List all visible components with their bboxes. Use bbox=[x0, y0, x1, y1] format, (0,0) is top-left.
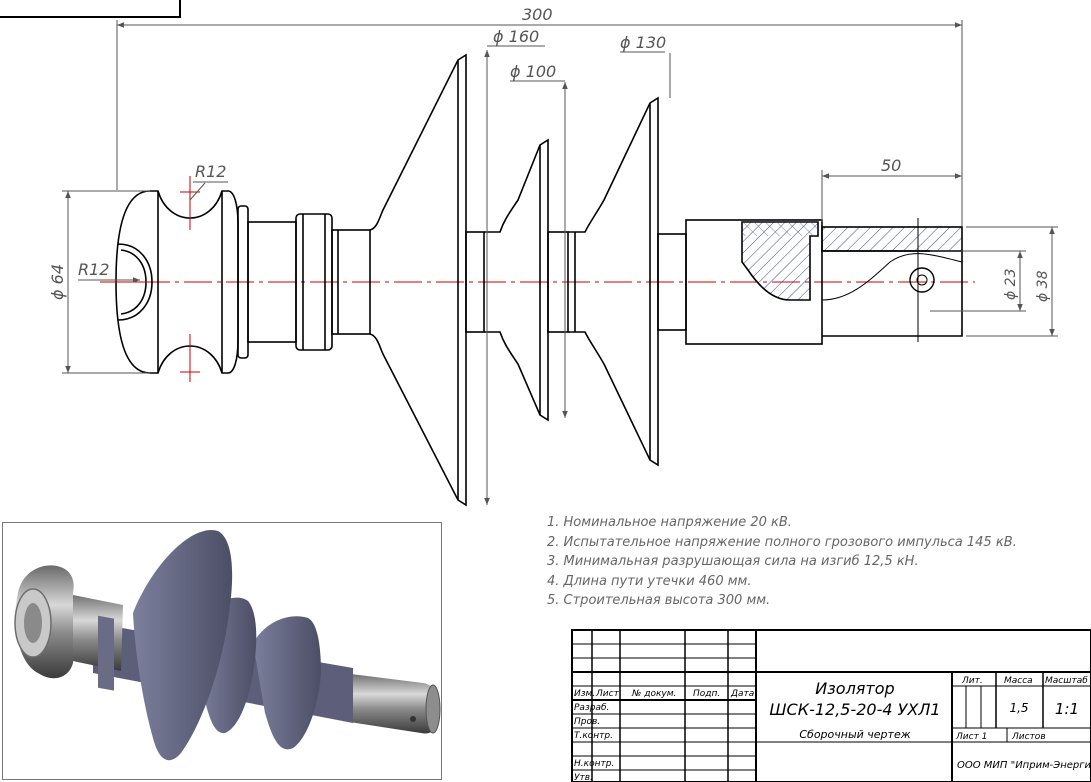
title-block bbox=[571, 629, 1091, 782]
tb-lit-header: Лит. bbox=[961, 676, 983, 686]
dim-d38-label: ϕ 38 bbox=[1035, 270, 1051, 302]
sheet-frame-corner bbox=[0, 0, 181, 18]
tb-col-dokum: № докум. bbox=[631, 689, 676, 699]
note-1: 1. Номинальное напряжение 20 кВ. bbox=[547, 515, 792, 530]
tb-mass-value: 1,5 bbox=[1009, 701, 1028, 715]
core-section-1 bbox=[465, 138, 576, 422]
dim-d38: ϕ 38 bbox=[966, 226, 1058, 337]
insulator-render bbox=[14, 529, 441, 761]
dim-r12-top-label: R12 bbox=[195, 162, 226, 181]
tb-col-list: Лист bbox=[595, 689, 620, 699]
dim-d100-label: ϕ 100 bbox=[510, 62, 556, 81]
title-block-text: Изм. Лист № докум. Подп. Дата Разраб. Пр… bbox=[574, 676, 1091, 782]
dim-d130: ϕ 130 bbox=[620, 33, 671, 98]
note-5: 5. Строительная высота 300 мм. bbox=[547, 593, 771, 608]
note-4: 4. Длина пути утечки 460 мм. bbox=[547, 573, 752, 589]
dim-r12-left: R12 bbox=[78, 260, 140, 283]
tb-subtitle: Сборочный чертеж bbox=[799, 728, 910, 741]
dim-50-label: 50 bbox=[881, 156, 901, 175]
tb-sheet-label: Лист 1 bbox=[955, 732, 987, 742]
tb-row-tkontr: Т.контр. bbox=[574, 731, 613, 741]
note-3: 3. Минимальная разрушающая сила на изгиб… bbox=[547, 554, 919, 569]
tb-sheets-label: Листов bbox=[1011, 732, 1046, 742]
dim-r12-left-label: R12 bbox=[78, 260, 109, 279]
dim-len50: 50 bbox=[821, 156, 962, 222]
cap-center-marks bbox=[100, 176, 200, 382]
dim-d23: ϕ 23 bbox=[930, 250, 1026, 312]
dim-d130-label: ϕ 130 bbox=[620, 33, 666, 52]
tb-col-data: Дата bbox=[730, 689, 754, 699]
tb-title-line1: Изолятор bbox=[815, 679, 894, 698]
tb-row-nkontr: Н.контр. bbox=[574, 759, 614, 769]
dim-d64: ϕ 64 bbox=[48, 190, 150, 374]
dim-overall-length: 300 bbox=[116, 5, 963, 226]
insulator-photo bbox=[2, 522, 442, 780]
note-2: 2. Испытательное напряжение полного гроз… bbox=[547, 534, 1017, 550]
left-fitting bbox=[247, 213, 371, 351]
tb-row-utv: Утв. bbox=[574, 773, 593, 782]
tb-scale-value: 1:1 bbox=[1055, 700, 1079, 718]
dim-d160-label: ϕ 160 bbox=[493, 27, 539, 46]
dim-d160: ϕ 160 bbox=[484, 27, 545, 505]
tb-row-prov: Пров. bbox=[574, 717, 600, 727]
tb-company: ООО МИП "Иприм-Энергия" bbox=[957, 760, 1091, 771]
technical-notes: 1. Номинальное напряжение 20 кВ. 2. Испы… bbox=[547, 513, 1017, 611]
dim-d23-label: ϕ 23 bbox=[1003, 269, 1019, 301]
tb-mass-header: Масса bbox=[1004, 676, 1033, 686]
dim-d64-label: ϕ 64 bbox=[48, 264, 67, 300]
right-fitting bbox=[685, 218, 963, 345]
tb-scale-header: Масштаб bbox=[1045, 676, 1088, 686]
tb-row-razrab: Разраб. bbox=[574, 703, 609, 713]
tb-col-izm: Изм. bbox=[574, 689, 595, 699]
dim-300-label: 300 bbox=[522, 5, 553, 24]
tb-col-podp: Подп. bbox=[693, 689, 720, 699]
shed-large bbox=[369, 53, 467, 507]
dim-r12-top: R12 bbox=[189, 162, 228, 201]
tb-title-line2: ШСК-12,5-20-4 УХЛ1 bbox=[769, 700, 940, 719]
dim-d100: ϕ 100 bbox=[510, 62, 568, 418]
